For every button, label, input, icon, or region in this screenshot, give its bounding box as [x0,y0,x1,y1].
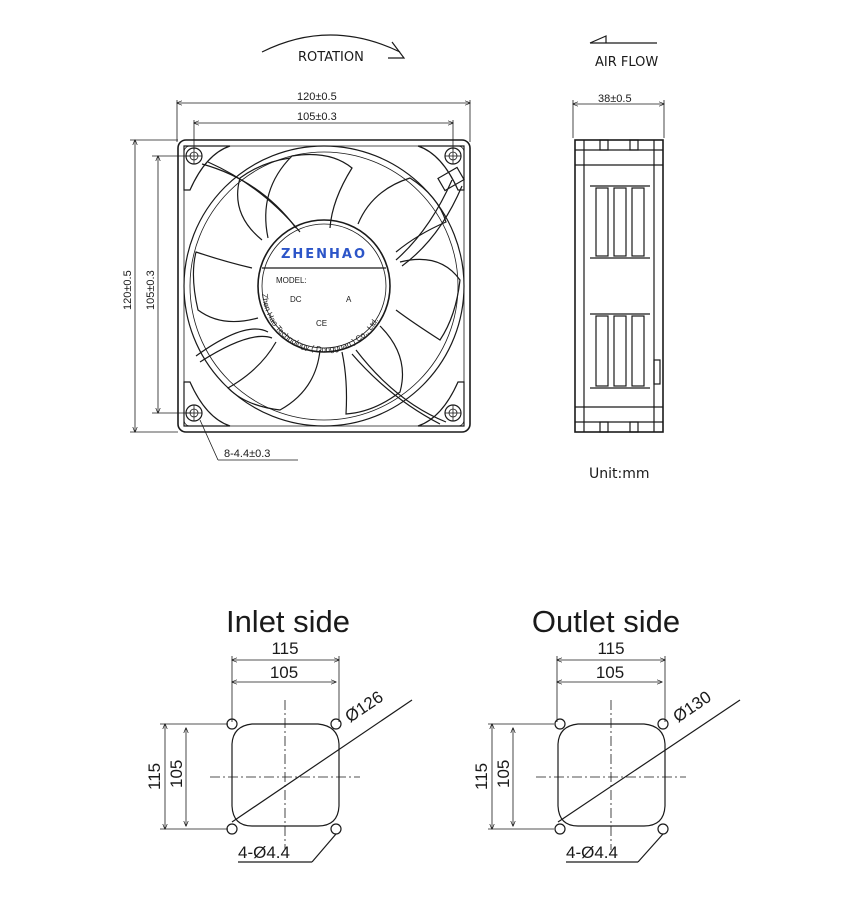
inlet-hole [330,718,342,730]
outlet-hole [657,823,669,835]
outlet-dim-inner: 105 [596,663,624,682]
unit-label: Unit:mm [589,466,650,482]
inlet-dim-v-outer: 115 [145,763,164,790]
inlet-hole [330,823,342,835]
inlet-side-view: Inlet side 115 105 115 105 Ø126 4-Ø4.4 [145,604,413,863]
fan-hub: ZHENHAO MODEL: DC A CE Zhen Hao Technolo… [257,219,391,354]
front-view: 120±0.5 105±0.3 120±0.5 105±0.3 [122,91,471,461]
front-dim-holes: 8-4.4±0.3 [224,448,270,460]
inlet-dim-v-inner: 105 [167,760,186,788]
outlet-hole [554,823,566,835]
outlet-side-view: Outlet side 115 105 115 105 Ø130 4-Ø4.4 [472,604,741,863]
outlet-outline [557,723,666,827]
fan-struts [195,161,465,425]
front-dim-height-inner: 105±0.3 [145,270,157,310]
hub-model: MODEL: [276,276,307,285]
outlet-holes: 4-Ø4.4 [566,843,618,862]
outlet-dim-v-inner: 105 [494,760,513,788]
mounting-holes [185,147,462,422]
front-dim-width-outer: 120±0.5 [297,91,337,103]
outlet-hole [657,718,669,730]
corner-bosses [183,145,465,427]
inlet-title: Inlet side [226,604,350,639]
fan-blades [192,153,461,415]
fan-frame [177,139,471,433]
inlet-diameter: Ø126 [342,687,387,726]
hub-brand: ZHENHAO [281,247,367,262]
rotation-indicator: ROTATION [261,34,406,65]
inlet-outline [231,723,340,827]
inlet-dim-outer: 115 [271,639,298,658]
outlet-title: Outlet side [532,604,680,639]
side-dim-depth: 38±0.5 [598,93,632,105]
hub-amp: A [346,295,352,304]
outlet-dim-outer: 115 [597,639,624,658]
rotation-label: ROTATION [298,50,364,65]
inlet-hole [226,718,238,730]
airflow-label: AIR FLOW [595,55,658,70]
side-frame [574,139,664,433]
front-dim-height-outer: 120±0.5 [122,270,134,310]
airflow-indicator: AIR FLOW [589,35,658,70]
hub-dc: DC [290,295,302,304]
front-dim-width-inner: 105±0.3 [297,111,337,123]
inlet-holes: 4-Ø4.4 [238,843,290,862]
outlet-diameter: Ø130 [670,687,715,726]
hub-ce: CE [316,319,327,328]
side-view: 38±0.5 [573,93,664,433]
inlet-dim-inner: 105 [270,663,298,682]
outlet-dim-v-outer: 115 [472,763,491,790]
outlet-hole [554,718,566,730]
fan-shroud [183,145,465,427]
inlet-hole [226,823,238,835]
